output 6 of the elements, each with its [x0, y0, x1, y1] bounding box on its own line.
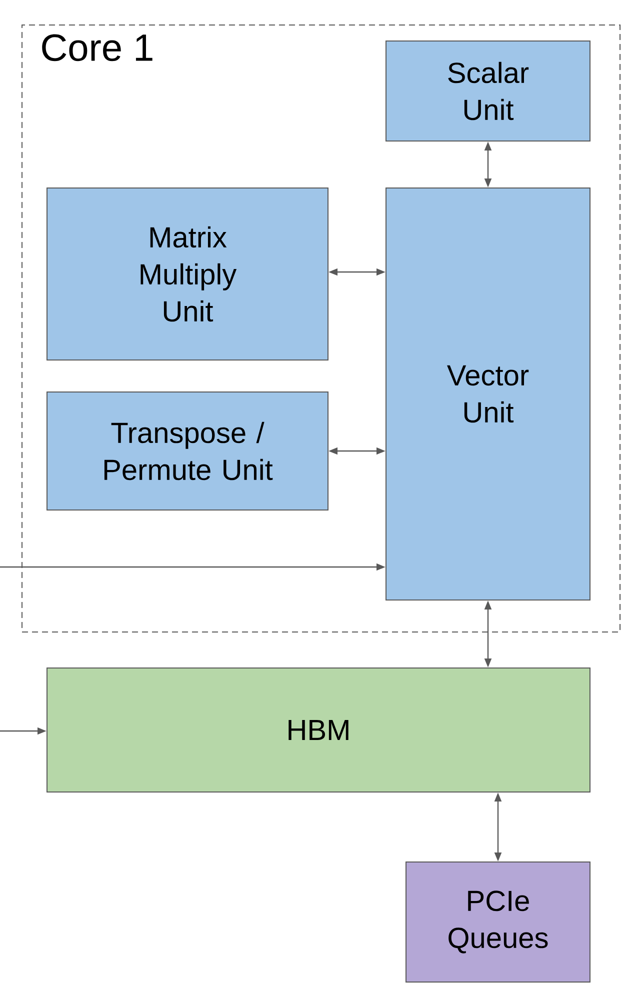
unit-box: Transpose / Permute Unit: [46, 392, 328, 510]
unit-box: Matrix Multiply Unit: [46, 188, 328, 360]
unit-box: Scalar Unit: [386, 40, 590, 142]
unit-box: Vector Unit: [386, 188, 590, 600]
unit-box: HBM: [46, 668, 590, 792]
unit-box: PCIe Queues: [406, 862, 590, 982]
